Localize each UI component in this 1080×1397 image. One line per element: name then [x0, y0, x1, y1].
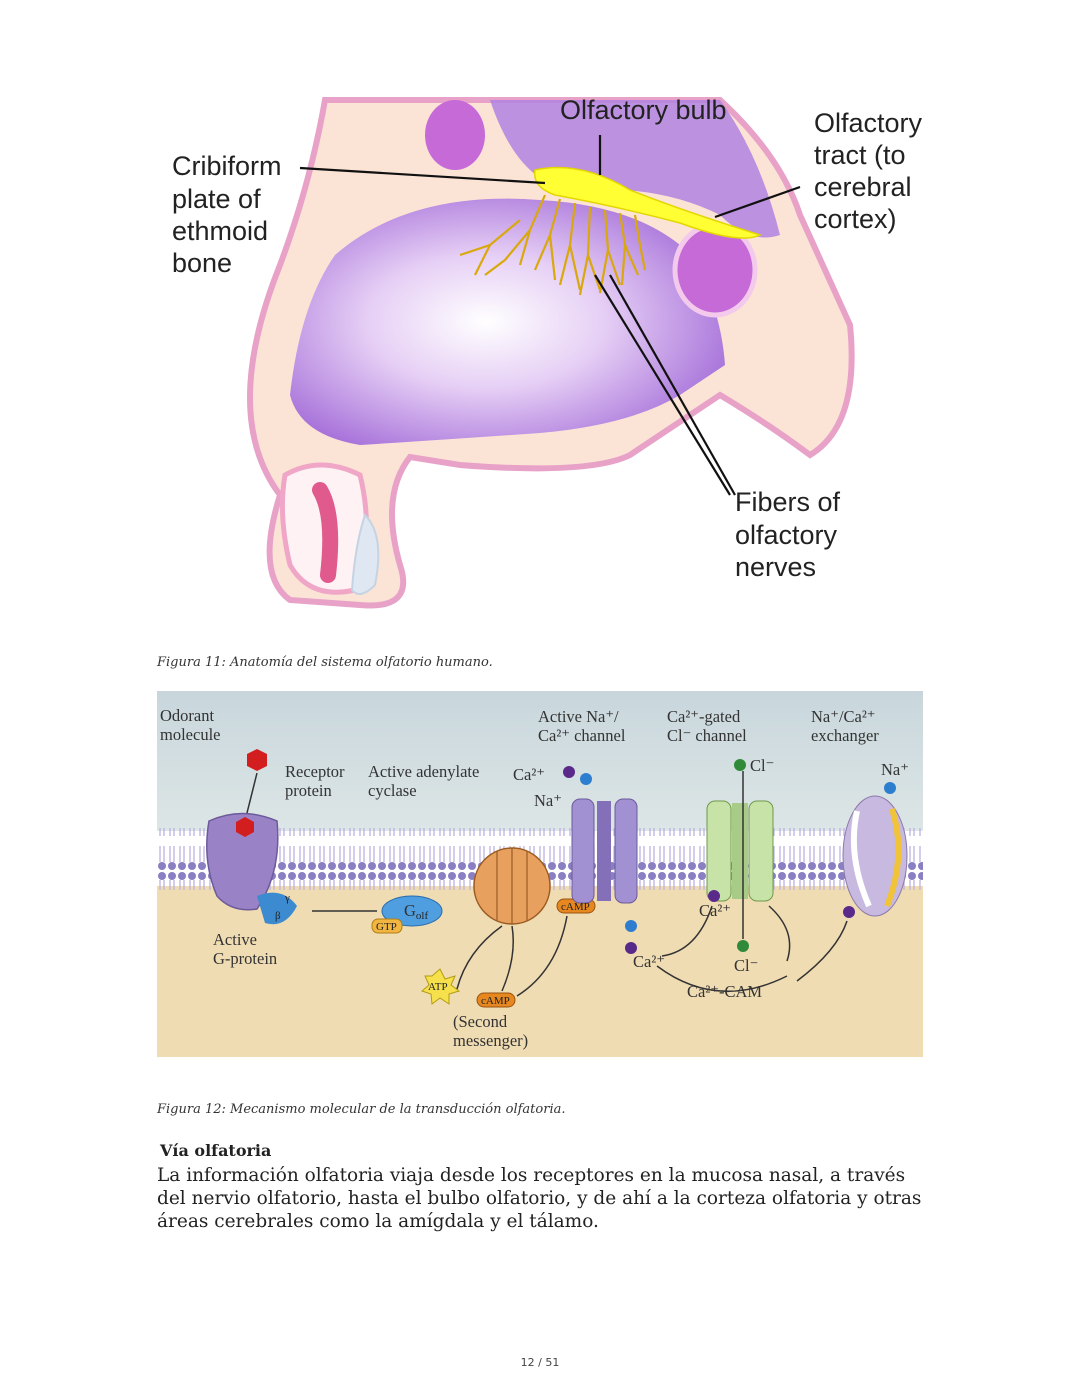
label-na-channel: Active Na⁺/ Ca²⁺ channel	[538, 707, 626, 745]
figure-caption-11: Figura 11: Anatomía del sistema olfatori…	[157, 655, 493, 670]
na-channel-right	[614, 798, 638, 904]
section-paragraph: La información olfatoria viaja desde los…	[157, 1165, 922, 1232]
svg-text:Ca²⁺-gated: Ca²⁺-gated	[667, 707, 741, 726]
cl-channel-right	[748, 800, 774, 902]
label-receptor: Receptor protein	[285, 762, 345, 800]
lip-muscle	[312, 482, 339, 583]
svg-text:Ca²⁺ channel: Ca²⁺ channel	[538, 726, 626, 745]
label-na-out: Na⁺	[881, 760, 909, 779]
figure-caption-12: Figura 12: Mecanismo molecular de la tra…	[157, 1102, 566, 1117]
label-golf: Golf	[404, 901, 428, 922]
page-number: 12 / 51	[520, 1356, 560, 1369]
label-camp: cAMP	[481, 995, 510, 1007]
odorant-molecule-icon	[247, 749, 267, 771]
svg-text:G-protein: G-protein	[213, 949, 277, 968]
leader-lines	[299, 135, 801, 496]
frontal-sinus	[425, 100, 485, 170]
label-ca-in: Ca²⁺	[513, 765, 545, 784]
brain-region	[490, 100, 780, 238]
svg-text:exchanger: exchanger	[811, 726, 879, 745]
label-cribriform: Cribiform plate of ethmoid bone	[172, 151, 282, 278]
cl-channel-left	[706, 800, 732, 902]
svg-text:Odorant: Odorant	[160, 706, 214, 725]
svg-text:ethmoid: ethmoid	[172, 216, 268, 246]
svg-text:protein: protein	[285, 781, 332, 800]
section-heading: Vía olfatoria	[160, 1141, 272, 1160]
svg-text:Olfactory: Olfactory	[814, 108, 923, 138]
label-adenylate: Active adenylate cyclase	[368, 762, 479, 800]
svg-text:Receptor: Receptor	[285, 762, 345, 781]
svg-text:Active adenylate: Active adenylate	[368, 762, 479, 781]
svg-text:Fibers of: Fibers of	[735, 487, 841, 517]
label-na-in: Na⁺	[534, 791, 562, 810]
gtp-icon	[371, 918, 403, 934]
label-beta: β	[275, 910, 281, 922]
svg-text:Cribiform: Cribiform	[172, 151, 282, 181]
svg-text:cortex): cortex)	[814, 204, 897, 234]
label-cl-out: Cl⁻	[750, 756, 774, 775]
golf-protein	[381, 895, 443, 927]
label-gtp: GTP	[376, 921, 397, 933]
receptor-protein	[206, 812, 279, 911]
transduction-figure: Odorant molecule Receptor protein Active…	[157, 691, 923, 1057]
nerve-fibers	[459, 194, 647, 296]
label-cl-channel: Ca²⁺-gated Cl⁻ channel	[667, 707, 747, 745]
label-gprotein: Active G-protein	[213, 930, 277, 968]
nasal-cavity	[290, 198, 725, 445]
label-camp-channel: cAMP	[561, 901, 590, 913]
svg-text:olfactory: olfactory	[735, 520, 838, 550]
svg-text:nerves: nerves	[735, 552, 816, 582]
label-odorant: Odorant molecule	[160, 706, 220, 744]
svg-text:(Second: (Second	[453, 1012, 508, 1031]
svg-text:cerebral: cerebral	[814, 172, 912, 202]
tooth	[350, 513, 380, 595]
label-exchanger: Na⁺/Ca²⁺ exchanger	[811, 707, 879, 745]
olfactory-bulb	[533, 166, 763, 239]
svg-text:plate of: plate of	[172, 184, 261, 214]
label-atp: ATP	[428, 981, 448, 993]
label-gamma: γ	[284, 892, 290, 904]
svg-text:bone: bone	[172, 248, 232, 278]
svg-text:Active Na⁺/: Active Na⁺/	[538, 707, 619, 726]
label-ca-center: Ca²⁺	[633, 952, 665, 971]
svg-text:cyclase: cyclase	[368, 781, 417, 800]
pathway-arrows	[456, 771, 848, 997]
label-cl-lower: Cl⁻	[734, 956, 758, 975]
olfactory-anatomy-figure: Olfactory bulb Cribiform plate of ethmoi…	[172, 95, 923, 609]
label-cacam: Ca²⁺-CAM	[687, 982, 762, 1001]
atp-icon	[421, 968, 461, 1005]
label-second-messenger: (Second messenger)	[453, 1012, 528, 1050]
svg-text:messenger): messenger)	[453, 1031, 528, 1050]
svg-text:Cl⁻ channel: Cl⁻ channel	[667, 726, 747, 745]
extracellular-space	[157, 691, 923, 831]
label-fibers: Fibers of olfactory nerves	[735, 487, 841, 582]
odorant-bound	[236, 817, 254, 837]
g-protein-beta	[257, 892, 297, 925]
svg-text:molecule: molecule	[160, 725, 220, 744]
svg-text:tract (to: tract (to	[814, 140, 906, 170]
label-olfactory-tract: Olfactory tract (to cerebral cortex)	[814, 108, 923, 234]
svg-text:Na⁺/Ca²⁺: Na⁺/Ca²⁺	[811, 707, 876, 726]
svg-text:Active: Active	[213, 930, 257, 949]
camp-icon	[476, 992, 516, 1008]
ions	[563, 759, 896, 954]
label-ca-upper: Ca²⁺	[699, 901, 731, 920]
odorant-arrow	[246, 772, 258, 814]
na-channel-left	[571, 798, 595, 904]
label-olfactory-bulb: Olfactory bulb	[560, 95, 727, 125]
